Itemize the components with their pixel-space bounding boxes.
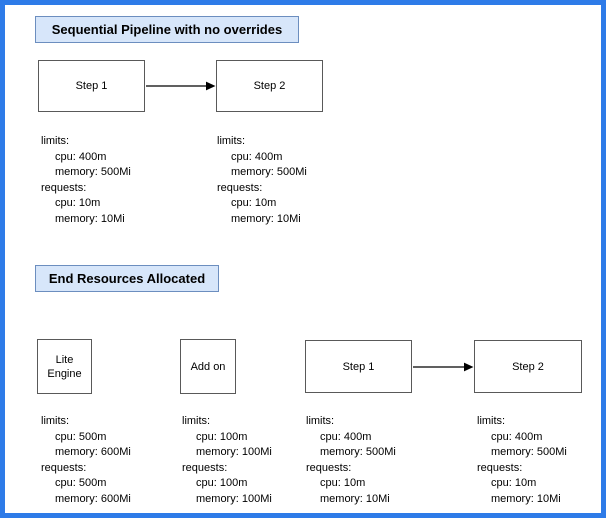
resource-line: requests: xyxy=(41,461,87,474)
resource-line: limits: xyxy=(41,415,70,427)
section-title-text: Sequential Pipeline with no overrides xyxy=(51,22,283,37)
resource-line: cpu: 10m xyxy=(320,477,366,489)
resource-line: memory: 100Mi xyxy=(196,446,272,458)
resource-line: limits: xyxy=(306,415,335,427)
resource-line: limits: xyxy=(182,415,211,427)
node-add-on: Add on xyxy=(180,339,236,394)
resource-line: cpu: 400m xyxy=(320,430,372,443)
resource-block-step2-bottom: limits: cpu: 400m memory: 500Mi requests… xyxy=(477,414,567,507)
resource-line: requests: xyxy=(41,181,87,194)
node-label: Step 2 xyxy=(253,80,286,92)
node-step1-bottom: Step 1 xyxy=(305,340,412,393)
resource-line: requests: xyxy=(182,461,228,474)
resource-line: memory: 10Mi xyxy=(55,212,125,225)
resource-line: memory: 600Mi xyxy=(55,492,131,505)
node-step1-top: Step 1 xyxy=(38,60,145,112)
resource-block-lite-engine: limits: cpu: 500m memory: 600Mi requests… xyxy=(41,414,131,507)
resource-line: limits: xyxy=(217,135,246,147)
resource-line: cpu: 400m xyxy=(231,150,283,163)
resource-line: memory: 500Mi xyxy=(55,166,131,178)
resource-line: cpu: 10m xyxy=(491,477,537,489)
resource-line: memory: 100Mi xyxy=(196,492,272,505)
resource-line: limits: xyxy=(477,415,506,427)
resource-line: cpu: 10m xyxy=(231,197,277,209)
resource-line: cpu: 10m xyxy=(55,197,101,209)
resource-line: memory: 10Mi xyxy=(320,492,390,505)
resource-line: cpu: 100m xyxy=(196,430,248,443)
resource-line: memory: 10Mi xyxy=(231,212,301,225)
resource-line: cpu: 500m xyxy=(55,477,107,489)
resource-line: memory: 600Mi xyxy=(55,446,131,458)
resource-line: requests: xyxy=(477,461,523,474)
resource-block-step2-top: limits: cpu: 400m memory: 500Mi requests… xyxy=(217,134,307,227)
node-label: Add on xyxy=(190,360,226,373)
resource-line: memory: 10Mi xyxy=(491,492,561,505)
resource-line: requests: xyxy=(217,181,263,194)
node-lite-engine: Lite Engine xyxy=(37,339,92,394)
resource-line: memory: 500Mi xyxy=(231,166,307,178)
arrow-right-icon xyxy=(146,81,216,91)
resource-line: memory: 500Mi xyxy=(320,446,396,458)
resource-block-add-on: limits: cpu: 100m memory: 100Mi requests… xyxy=(182,414,272,507)
resource-line: limits: xyxy=(41,135,70,147)
node-step2-top: Step 2 xyxy=(216,60,323,112)
node-label: Step 2 xyxy=(512,360,544,373)
section-title-sequential-pipeline: Sequential Pipeline with no overrides xyxy=(35,16,299,43)
section-title-text: End Resources Allocated xyxy=(48,271,206,286)
resource-block-step1-top: limits: cpu: 400m memory: 500Mi requests… xyxy=(41,134,131,227)
node-label: Step 1 xyxy=(75,80,108,92)
resource-line: cpu: 400m xyxy=(55,150,107,163)
resource-line: memory: 500Mi xyxy=(491,446,567,458)
resource-line: cpu: 400m xyxy=(491,430,543,443)
arrow-right-icon xyxy=(413,362,474,372)
node-label: Step 1 xyxy=(342,360,375,373)
resource-line: cpu: 500m xyxy=(55,430,107,443)
resource-block-step1-bottom: limits: cpu: 400m memory: 500Mi requests… xyxy=(306,414,396,507)
resource-line: requests: xyxy=(306,461,352,474)
resource-line: cpu: 100m xyxy=(196,477,248,489)
section-title-end-resources: End Resources Allocated xyxy=(35,265,219,292)
node-step2-bottom: Step 2 xyxy=(474,340,582,393)
node-label: Lite Engine xyxy=(47,353,82,380)
